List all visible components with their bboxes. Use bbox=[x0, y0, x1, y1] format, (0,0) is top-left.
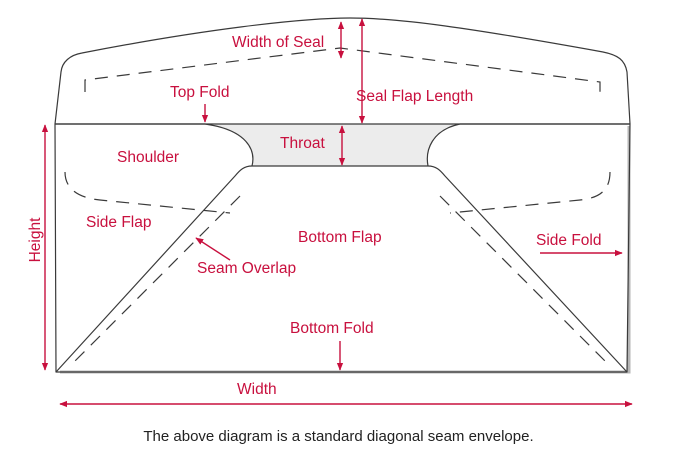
left-side-flap-dash bbox=[64, 171, 231, 214]
height-label: Height bbox=[27, 217, 44, 263]
left-shoulder bbox=[55, 123, 254, 167]
seal-flap-outline bbox=[54, 17, 631, 125]
right-seam-dash bbox=[439, 195, 611, 367]
width-label: Width bbox=[237, 381, 277, 398]
seam-overlap-arrow bbox=[195, 237, 231, 261]
right-shoulder bbox=[426, 123, 630, 167]
top-fold-label: Top Fold bbox=[170, 84, 230, 101]
bottom-flap-label: Bottom Flap bbox=[298, 229, 382, 246]
bottom-flap-left-edge bbox=[55, 165, 253, 373]
right-side-flap-dash bbox=[449, 171, 611, 214]
throat-region bbox=[205, 124, 460, 166]
bottom-fold-label: Bottom Fold bbox=[290, 320, 374, 337]
side-fold-label: Side Fold bbox=[536, 232, 602, 249]
seam-overlap-label: Seam Overlap bbox=[197, 260, 297, 277]
left-seam-dash bbox=[69, 195, 241, 367]
side-flap-label: Side Flap bbox=[86, 214, 152, 231]
shoulder-label: Shoulder bbox=[117, 149, 180, 166]
width-of-seal-label: Width of Seal bbox=[232, 34, 325, 51]
seal-gum-line bbox=[84, 47, 601, 92]
diagram-caption: The above diagram is a standard diagonal… bbox=[143, 428, 534, 445]
seal-flap-length-label: Seal Flap Length bbox=[356, 88, 474, 105]
bottom-flap-right-edge bbox=[427, 165, 628, 373]
throat-label: Throat bbox=[280, 135, 325, 152]
